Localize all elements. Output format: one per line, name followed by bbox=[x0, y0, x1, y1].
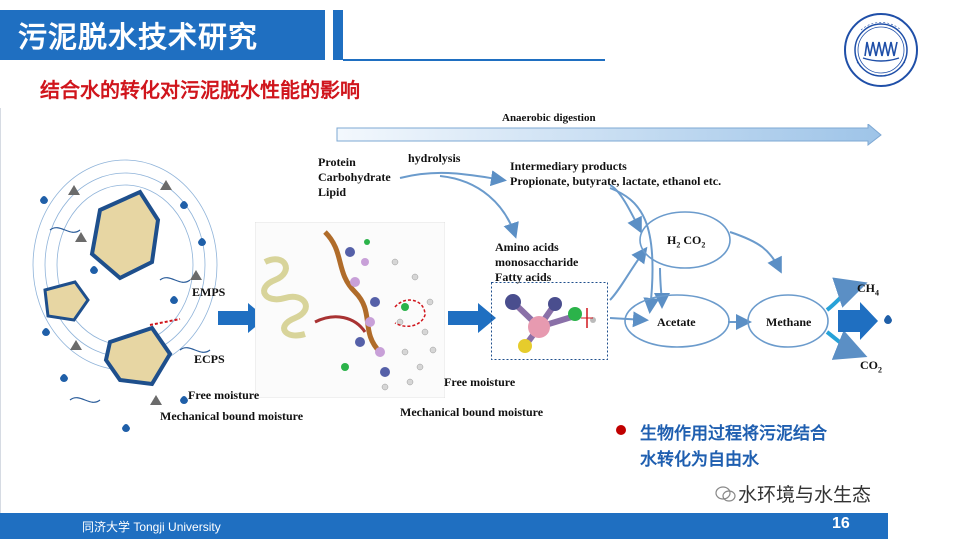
free-moisture-label-1: Free moisture bbox=[188, 388, 260, 402]
monomer-fatty-acids: Fatty acids bbox=[495, 270, 552, 284]
slide-subtitle: 结合水的转化对污泥脱水性能的影响 bbox=[40, 78, 360, 102]
anaerobic-digestion-label: Anaerobic digestion bbox=[502, 112, 596, 124]
amino-acid-molecule-box bbox=[491, 282, 608, 360]
mechanical-bound-label-2: Mechanical bound moisture bbox=[400, 405, 544, 419]
node-acetate: Acetate bbox=[657, 315, 696, 329]
right-arrow-1 bbox=[218, 303, 266, 333]
mechanical-bound-label-1: Mechanical bound moisture bbox=[160, 409, 304, 423]
ecps-label: ECPS bbox=[194, 352, 225, 366]
tongji-seal-logo bbox=[844, 13, 918, 87]
header-divider bbox=[343, 59, 605, 61]
emps-label: EMPS bbox=[192, 285, 226, 299]
substrate-lipid: Lipid bbox=[318, 185, 347, 199]
watermark-text: 水环境与水生态 bbox=[738, 484, 872, 506]
hydrolysis-label: hydrolysis bbox=[408, 151, 461, 165]
intermediary-examples: Propionate, butyrate, lactate, ethanol e… bbox=[510, 174, 722, 188]
title-accent bbox=[333, 10, 343, 60]
bullet-dot bbox=[616, 425, 626, 435]
footer-bar bbox=[0, 513, 888, 539]
protein-molecule-image bbox=[255, 222, 445, 398]
left-edge-line bbox=[0, 108, 1, 513]
title-bar bbox=[0, 10, 325, 60]
output-ch4: CH4 bbox=[857, 281, 879, 298]
bullet-line-2: 水转化为自由水 bbox=[640, 450, 759, 470]
anaerobic-digestion-arrow bbox=[336, 124, 882, 146]
page-number: 16 bbox=[832, 515, 850, 532]
monomers-list: Amino acids monosaccharide Fatty acids bbox=[495, 240, 578, 285]
free-moisture-label-2: Free moisture bbox=[444, 375, 516, 389]
sludge-floc-illustration bbox=[32, 159, 218, 432]
node-h2-co2: H2 CO2 bbox=[667, 233, 706, 250]
monomer-amino-acids: Amino acids bbox=[495, 240, 559, 254]
footer-university: 同济大学 Tongji University bbox=[82, 520, 221, 534]
page-title: 污泥脱水技术研究 bbox=[18, 20, 259, 54]
bullet-line-1: 生物作用过程将污泥结合 bbox=[640, 424, 827, 444]
monomer-monosaccharide: monosaccharide bbox=[495, 255, 579, 269]
right-arrow-2 bbox=[448, 303, 496, 333]
substrates-list: Protein Carbohydrate Lipid bbox=[318, 155, 391, 200]
substrate-protein: Protein bbox=[318, 155, 356, 169]
intermediary-products: Intermediary products Propionate, butyra… bbox=[510, 159, 721, 189]
wechat-icon bbox=[715, 486, 736, 502]
output-co2: CO2 bbox=[860, 358, 882, 375]
intermediary-title: Intermediary products bbox=[510, 159, 627, 173]
pathway-arrows bbox=[399, 170, 892, 360]
node-methane: Methane bbox=[766, 315, 812, 329]
substrate-carbohydrate: Carbohydrate bbox=[318, 170, 391, 184]
